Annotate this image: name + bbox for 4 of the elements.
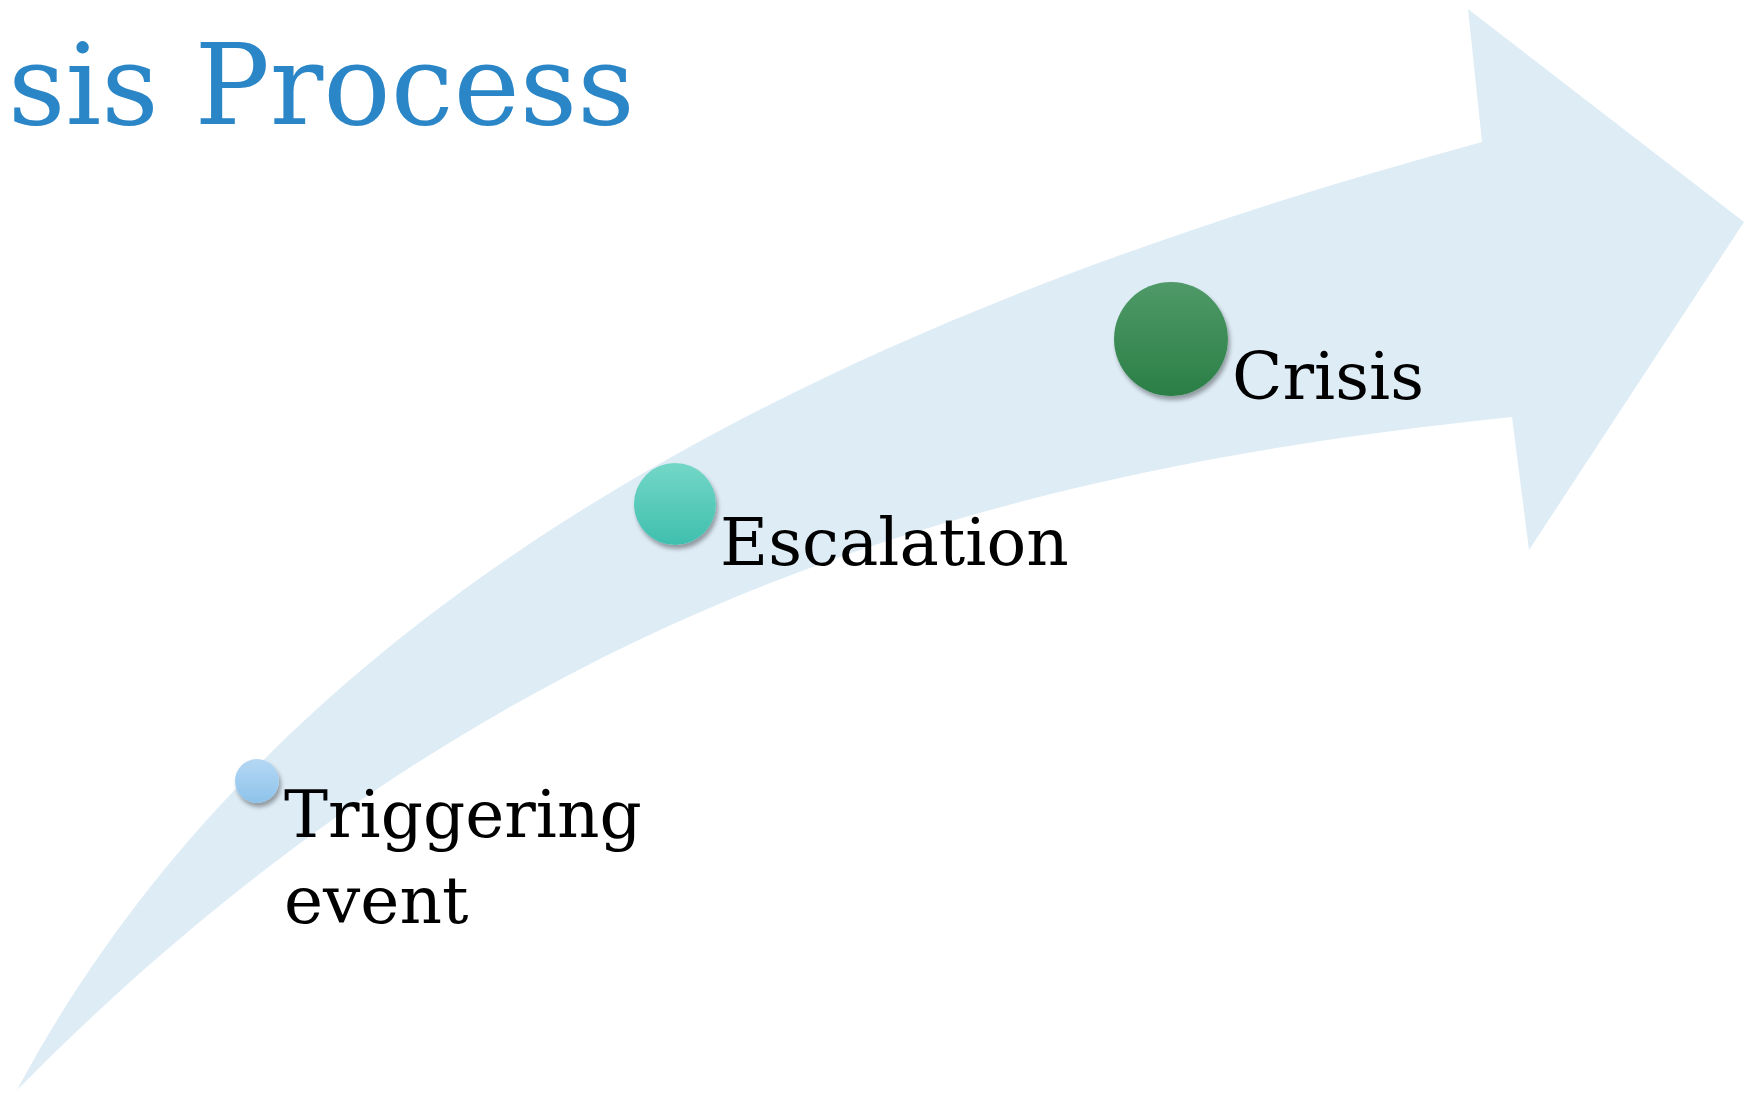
stage-label: Triggering event: [284, 775, 643, 941]
stage-label: Escalation: [720, 503, 1070, 583]
stage-label: Crisis: [1232, 337, 1425, 417]
slide-title: sis Process: [8, 20, 635, 150]
